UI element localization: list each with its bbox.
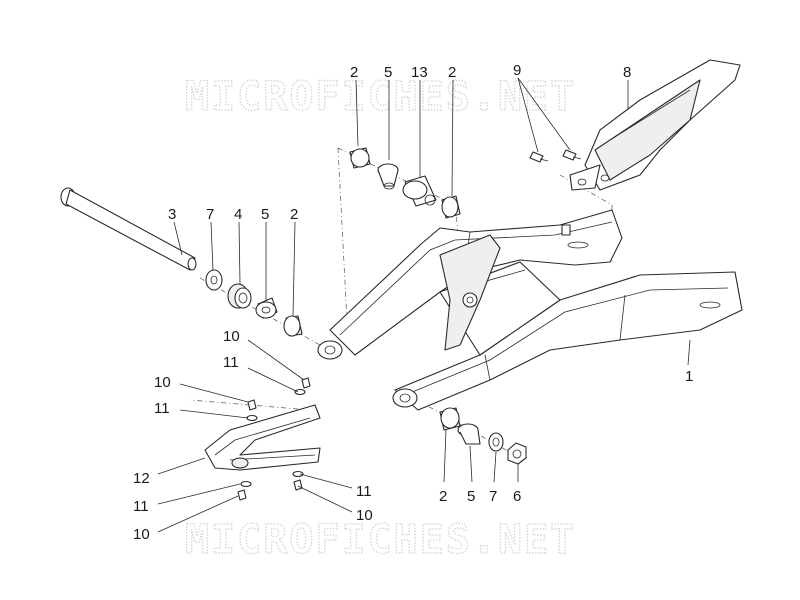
part-bearing-left	[227, 283, 252, 309]
label-11-d: 11	[356, 483, 372, 500]
label-1: 1	[685, 368, 693, 385]
part-chain-slider	[204, 404, 321, 471]
part-bushing-top-2	[441, 195, 461, 219]
label-10-b: 10	[154, 374, 171, 391]
part-bushing-right	[439, 407, 461, 431]
label-11-b: 11	[154, 400, 170, 417]
label-2-top-b: 2	[448, 64, 456, 81]
leader-lines	[157, 77, 691, 533]
label-3: 3	[168, 206, 176, 223]
part-washer-left	[205, 269, 223, 291]
label-2-top-a: 2	[350, 64, 358, 81]
part-nut-right	[507, 442, 527, 465]
label-2-left: 2	[290, 206, 298, 223]
part-spacer-right	[457, 423, 481, 445]
part-washer-right	[488, 432, 504, 452]
label-10-d: 10	[356, 507, 373, 524]
part-axle	[60, 187, 197, 271]
label-7-left: 7	[206, 206, 214, 223]
watermark-bottom: MICROFICHES.NET	[185, 517, 576, 563]
label-10-a: 10	[223, 328, 240, 345]
part-bushing-left	[283, 315, 303, 337]
part-bushing-top-1	[349, 147, 371, 169]
part-spacer-left	[255, 297, 278, 319]
label-9: 9	[513, 62, 521, 79]
label-11-c: 11	[133, 498, 149, 515]
part-labels: 2 5 13 2 9 8 3 7 4 5 2 1 10 11 10 11 12 …	[133, 62, 693, 543]
part-sleeve-top	[402, 175, 437, 207]
watermark-top: MICROFICHES.NET	[185, 74, 576, 120]
label-2-bottom: 2	[439, 488, 447, 505]
label-5-top: 5	[384, 64, 392, 81]
label-10-c: 10	[133, 526, 150, 543]
part-screw-washers	[237, 377, 311, 501]
part-spacer-top	[377, 163, 399, 190]
label-6: 6	[513, 488, 521, 505]
label-8: 8	[623, 64, 631, 81]
label-11-a: 11	[223, 354, 239, 371]
label-7-bottom: 7	[489, 488, 497, 505]
label-5-bottom: 5	[467, 488, 475, 505]
label-12: 12	[133, 470, 150, 487]
part-chain-guard	[569, 59, 741, 191]
label-4: 4	[234, 206, 242, 223]
part-screws-top	[529, 149, 582, 163]
label-13: 13	[411, 64, 428, 81]
part-swingarm	[317, 209, 743, 411]
label-5-left: 5	[261, 206, 269, 223]
